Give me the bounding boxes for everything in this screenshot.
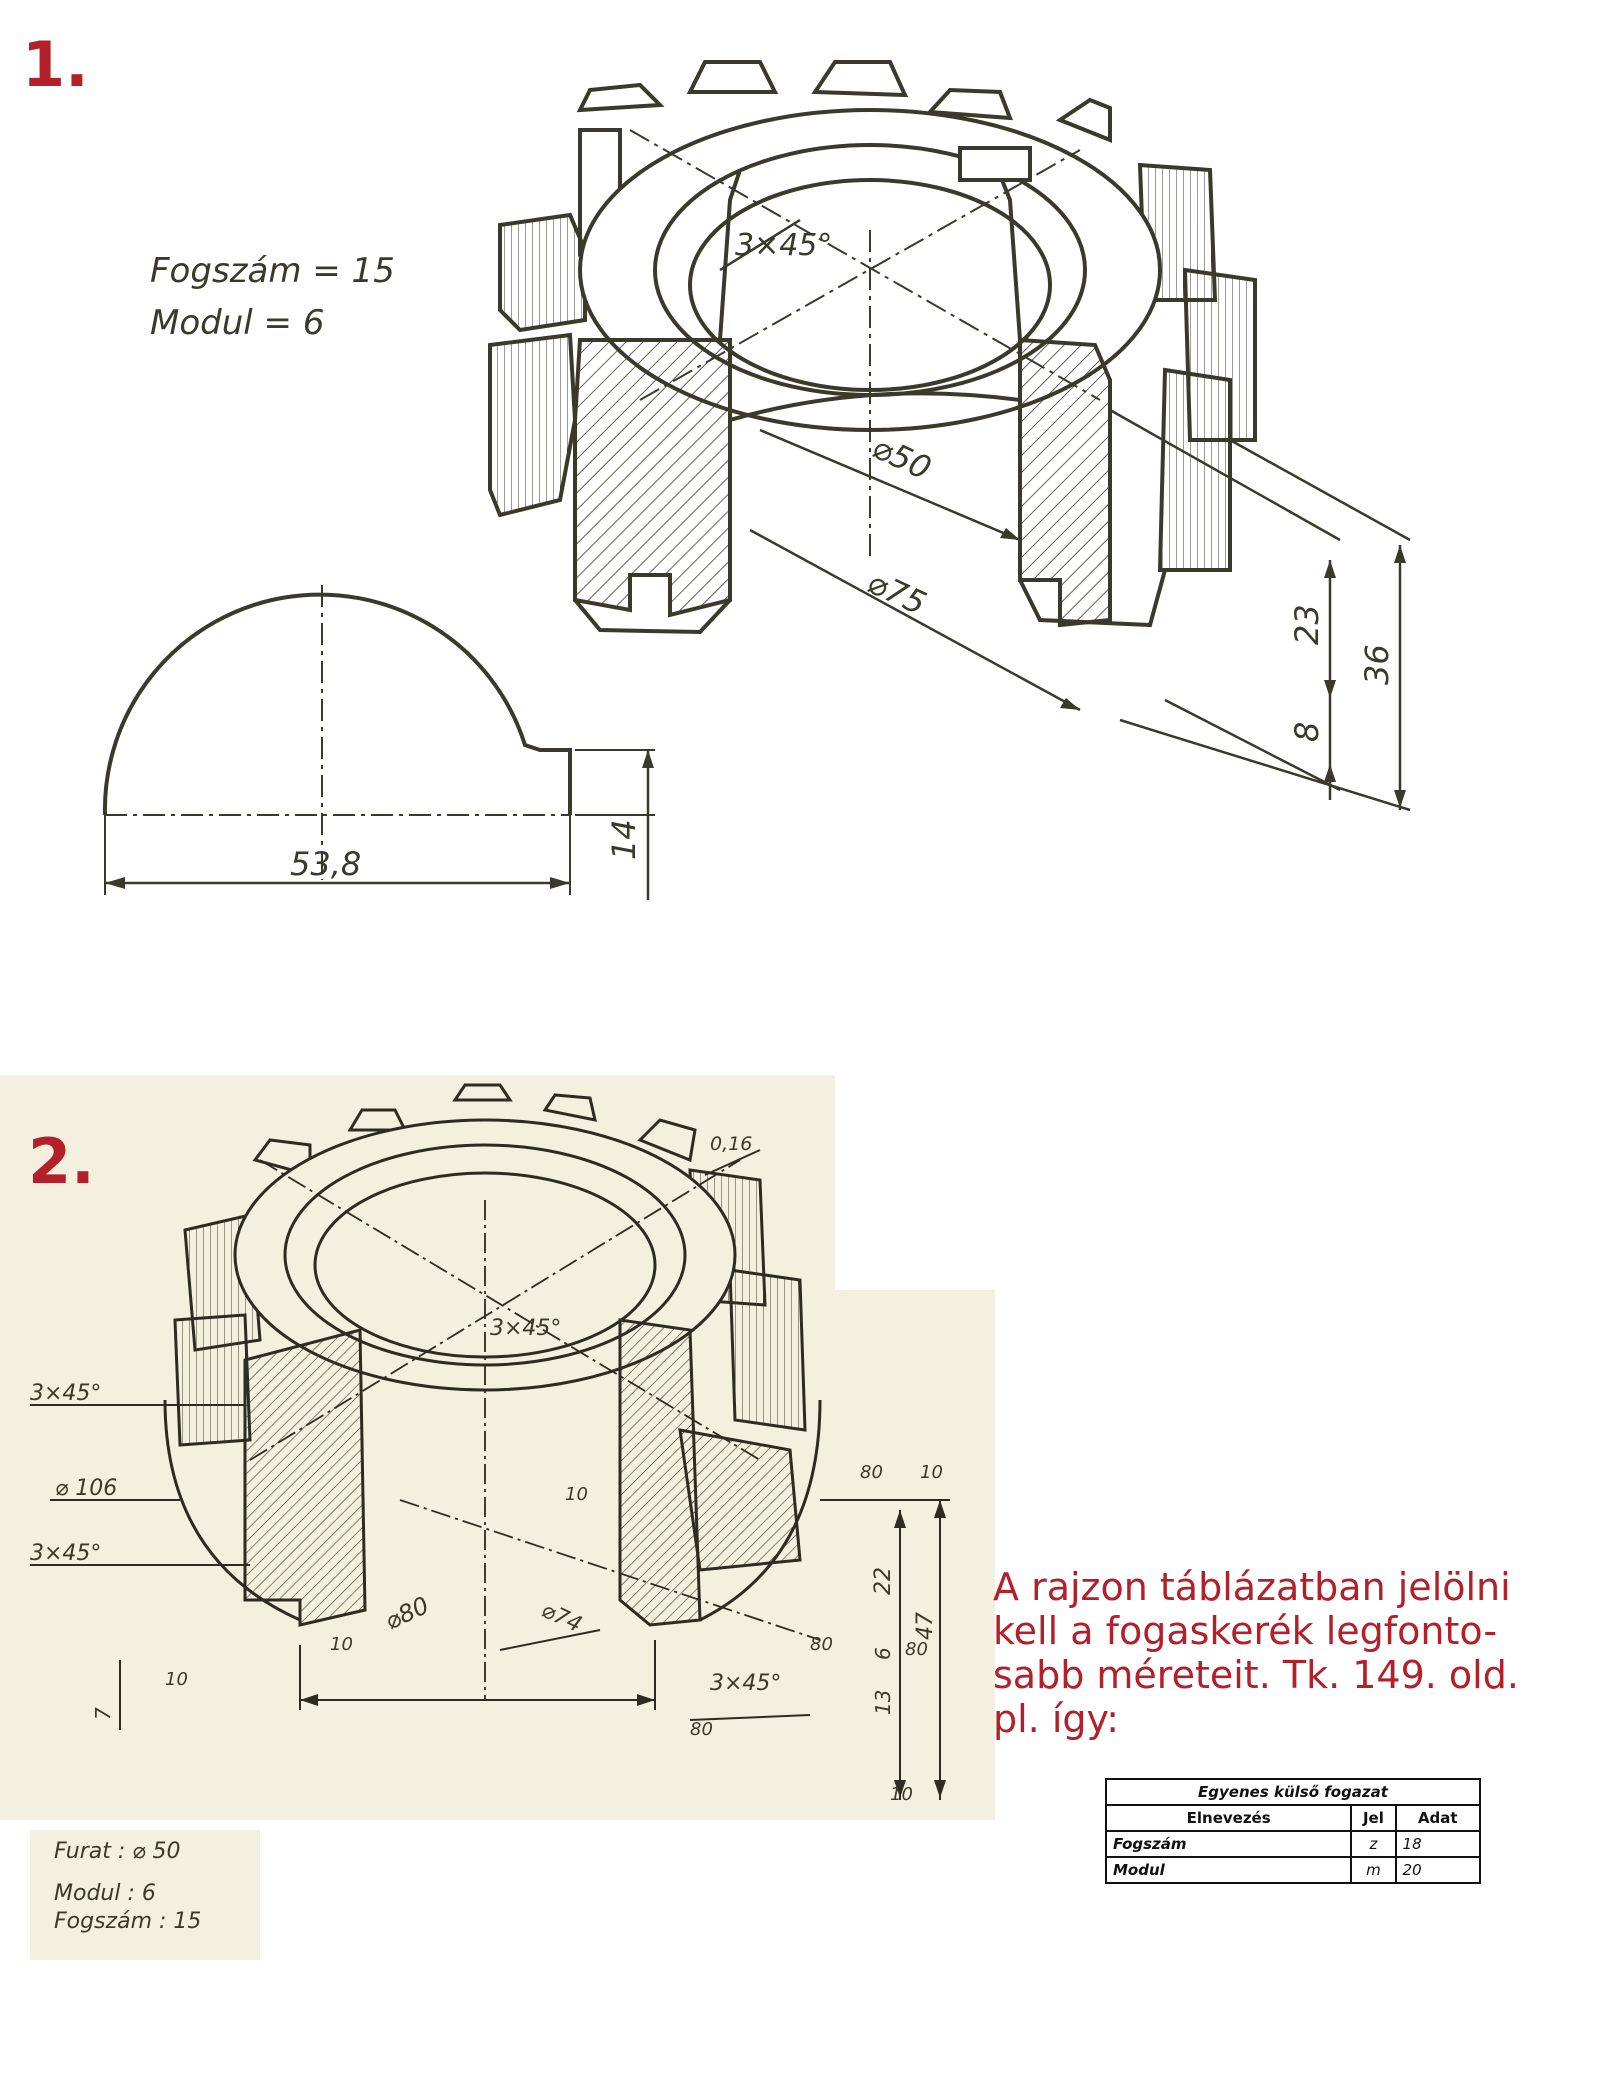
note-line-4: pl. így: [993, 1697, 1120, 1741]
dim-6: 6 [871, 1647, 895, 1660]
dia-80-label: ⌀80 [381, 1591, 434, 1635]
section-2-label: 2. [28, 1125, 95, 1198]
table-row: Fogszám z 18 [1104, 1830, 1482, 1858]
dim-13: 13 [871, 1690, 895, 1715]
dim-80c: 80 [905, 1639, 928, 1660]
spec-header-value: Adat [1394, 1804, 1482, 1832]
spec-cell: z [1350, 1830, 1397, 1858]
spec-cell: 18 [1394, 1830, 1482, 1858]
note-line-2: kell a fogaskerék legfonto- [993, 1609, 1498, 1653]
dim-7: 7 [91, 1707, 115, 1720]
dim-10d: 10 [165, 1669, 188, 1690]
gear-parameters-2: Furat : ⌀ 50 Modul : 6 Fogszám : 15 [30, 1830, 260, 1960]
chamfer-bottom-2: 3×45° [710, 1671, 781, 1696]
chamfer-left-2b: 3×45° [30, 1541, 101, 1566]
dim-80a: 80 [860, 1462, 883, 1483]
dim-10e: 10 [890, 1784, 913, 1805]
dim-10c: 10 [920, 1462, 943, 1483]
dim-10a: 10 [330, 1634, 353, 1655]
table-row: Modul m 20 [1104, 1856, 1482, 1884]
chamfer-left-2a: 3×45° [30, 1381, 101, 1406]
bore-param: Furat : ⌀ 50 [54, 1839, 181, 1864]
dim-10b: 10 [565, 1484, 588, 1505]
height-14-label: 14 [605, 819, 643, 860]
height-8-label: 8 [1288, 722, 1326, 742]
spec-header-name: Elnevezés [1104, 1804, 1353, 1832]
dim-80d: 80 [690, 1719, 713, 1740]
spec-cell: 20 [1394, 1856, 1482, 1884]
section-2-panel-ext [820, 1290, 995, 1820]
dia-74-label: ⌀74 [537, 1598, 585, 1638]
section-1-label: 1. [22, 28, 89, 101]
tooth-profile [102, 585, 655, 900]
gear-2 [163, 1083, 822, 1627]
dim-016: 0,16 [710, 1133, 752, 1155]
gear-parameters-1: Fogszám = 15 Modul = 6 [150, 245, 395, 349]
module-param: Modul : 6 [54, 1881, 156, 1906]
tooth-count-text: Fogszám = 15 [150, 251, 395, 291]
dia-106-label: ⌀ 106 [55, 1476, 117, 1501]
note-line-1: A rajzon táblázatban jelölni [993, 1565, 1511, 1609]
height-36-label: 36 [1358, 644, 1396, 685]
spec-cell: m [1350, 1856, 1397, 1884]
dim-47: 47 [913, 1612, 938, 1640]
spec-cell: Fogszám [1104, 1830, 1353, 1858]
spec-header-symbol: Jel [1350, 1804, 1397, 1832]
module-text: Modul = 6 [150, 303, 325, 343]
tooth-count-param: Fogszám : 15 [54, 1909, 202, 1934]
dim-80b: 80 [810, 1634, 833, 1655]
spec-table-title: Egyenes külső fogazat [1105, 1778, 1481, 1806]
dim-22: 22 [871, 1567, 896, 1595]
chamfer-label-1: 3×45° [735, 228, 832, 263]
height-23-label: 23 [1288, 604, 1326, 645]
width-53-label: 53,8 [290, 845, 361, 883]
instruction-note: A rajzon táblázatban jelölni kell a foga… [993, 1565, 1593, 1741]
spec-table: Egyenes külső fogazat Elnevezés Jel Adat… [1104, 1778, 1482, 1884]
spec-table-wrap: Egyenes külső fogazat Elnevezés Jel Adat… [1104, 1778, 1482, 1884]
spec-cell: Modul [1104, 1856, 1353, 1884]
note-line-3: sabb méreteit. Tk. 149. old. [993, 1653, 1519, 1697]
chamfer-top-2: 3×45° [490, 1316, 561, 1341]
